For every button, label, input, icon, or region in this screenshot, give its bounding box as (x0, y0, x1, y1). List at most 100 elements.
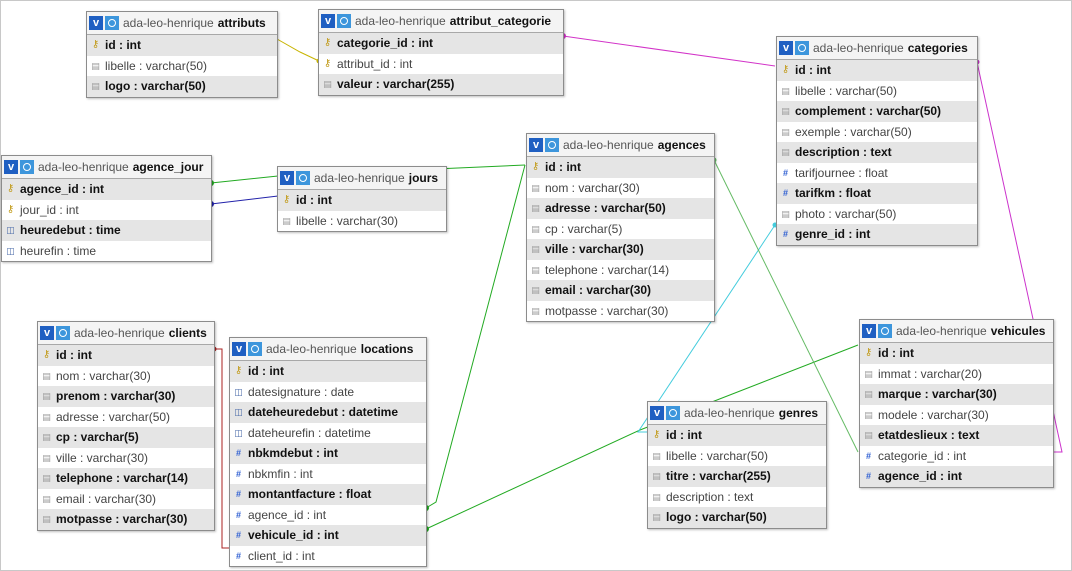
column-row[interactable]: ◫dateheurefin : datetime (230, 423, 426, 444)
column-row[interactable]: ▤description : text (777, 142, 977, 163)
column-row[interactable]: #client_id : int (230, 546, 426, 567)
column-row[interactable]: #tarifjournee : float (777, 163, 977, 184)
column-row[interactable]: #nbkmdebut : int (230, 443, 426, 464)
column-row[interactable]: ⚷id : int (230, 361, 426, 382)
options-icon[interactable] (296, 171, 310, 185)
toggle-view-icon[interactable]: v (40, 326, 54, 340)
column-row[interactable]: ▤telephone : varchar(14) (38, 468, 214, 489)
column-row[interactable]: #tarifkm : float (777, 183, 977, 204)
column-row[interactable]: ▤prenom : varchar(30) (38, 386, 214, 407)
column-row[interactable]: #genre_id : int (777, 224, 977, 245)
column-row[interactable]: ▤cp : varchar(5) (527, 219, 714, 240)
column-row[interactable]: ▤libelle : varchar(50) (777, 81, 977, 102)
column-row[interactable]: ▤ville : varchar(30) (527, 239, 714, 260)
column-row[interactable]: ⚷id : int (278, 190, 446, 211)
column-row[interactable]: ▤nom : varchar(30) (527, 178, 714, 199)
column-row[interactable]: ⚷categorie_id : int (319, 33, 563, 54)
column-row[interactable]: ⚷id : int (648, 425, 826, 446)
column-row[interactable]: ⚷id : int (860, 343, 1053, 364)
column-row[interactable]: #vehicule_id : int (230, 525, 426, 546)
options-icon[interactable] (248, 342, 262, 356)
options-icon[interactable] (56, 326, 70, 340)
column-row[interactable]: ▤valeur : varchar(255) (319, 74, 563, 95)
options-icon[interactable] (20, 160, 34, 174)
column-row[interactable]: ⚷jour_id : int (2, 200, 211, 221)
column-row[interactable]: ▤logo : varchar(50) (87, 76, 277, 97)
column-row[interactable]: ▤email : varchar(30) (527, 280, 714, 301)
column-row[interactable]: ◫heurefin : time (2, 241, 211, 262)
toggle-view-icon[interactable]: v (529, 138, 543, 152)
toggle-view-icon[interactable]: v (4, 160, 18, 174)
toggle-view-icon[interactable]: v (779, 41, 793, 55)
column-row[interactable]: #categorie_id : int (860, 446, 1053, 467)
toggle-view-icon[interactable]: v (89, 16, 103, 30)
toggle-view-icon[interactable]: v (232, 342, 246, 356)
column-row[interactable]: ▤libelle : varchar(30) (278, 211, 446, 232)
column-row[interactable]: ▤cp : varchar(5) (38, 427, 214, 448)
column-row[interactable]: ▤etatdeslieux : text (860, 425, 1053, 446)
column-row[interactable]: ▤exemple : varchar(50) (777, 122, 977, 143)
options-icon[interactable] (337, 14, 351, 28)
column-row[interactable]: #agence_id : int (860, 466, 1053, 487)
column-row[interactable]: ⚷id : int (87, 35, 277, 56)
column-row[interactable]: ▤immat : varchar(20) (860, 364, 1053, 385)
column-row[interactable]: ▤complement : varchar(50) (777, 101, 977, 122)
options-icon[interactable] (105, 16, 119, 30)
column-row[interactable]: ◫heuredebut : time (2, 220, 211, 241)
column-row[interactable]: ◫datesignature : date (230, 382, 426, 403)
column-row[interactable]: ▤libelle : varchar(50) (87, 56, 277, 77)
column-row[interactable]: ▤motpasse : varchar(30) (38, 509, 214, 530)
column-row[interactable]: ▤adresse : varchar(50) (527, 198, 714, 219)
column-row[interactable]: ▤titre : varchar(255) (648, 466, 826, 487)
column-row[interactable]: ▤description : text (648, 487, 826, 508)
options-icon[interactable] (795, 41, 809, 55)
toggle-view-icon[interactable]: v (650, 406, 664, 420)
column-row[interactable]: ▤adresse : varchar(50) (38, 407, 214, 428)
column-row[interactable]: ◫dateheuredebut : datetime (230, 402, 426, 423)
options-icon[interactable] (878, 324, 892, 338)
column-row[interactable]: ▤libelle : varchar(50) (648, 446, 826, 467)
column-row[interactable]: ▤nom : varchar(30) (38, 366, 214, 387)
column-row[interactable]: ▤photo : varchar(50) (777, 204, 977, 225)
column-row[interactable]: #montantfacture : float (230, 484, 426, 505)
column-row[interactable]: ▤motpasse : varchar(30) (527, 301, 714, 322)
column-row[interactable]: ▤ville : varchar(30) (38, 448, 214, 469)
toggle-view-icon[interactable]: v (280, 171, 294, 185)
column-row[interactable]: #nbkmfin : int (230, 464, 426, 485)
column-row[interactable]: ▤logo : varchar(50) (648, 507, 826, 528)
toggle-view-icon[interactable]: v (862, 324, 876, 338)
column-row[interactable]: ⚷attribut_id : int (319, 54, 563, 75)
column-row[interactable]: ⚷id : int (527, 157, 714, 178)
column-row[interactable]: ▤email : varchar(30) (38, 489, 214, 510)
column-row[interactable]: ▤telephone : varchar(14) (527, 260, 714, 281)
toggle-view-icon[interactable]: v (321, 14, 335, 28)
column-row[interactable]: ⚷agence_id : int (2, 179, 211, 200)
column-row[interactable]: ▤modele : varchar(30) (860, 405, 1053, 426)
column-row[interactable]: ⚷id : int (777, 60, 977, 81)
column-row[interactable]: ⚷id : int (38, 345, 214, 366)
column-row[interactable]: ▤marque : varchar(30) (860, 384, 1053, 405)
options-icon[interactable] (666, 406, 680, 420)
options-icon[interactable] (545, 138, 559, 152)
column-row[interactable]: #agence_id : int (230, 505, 426, 526)
